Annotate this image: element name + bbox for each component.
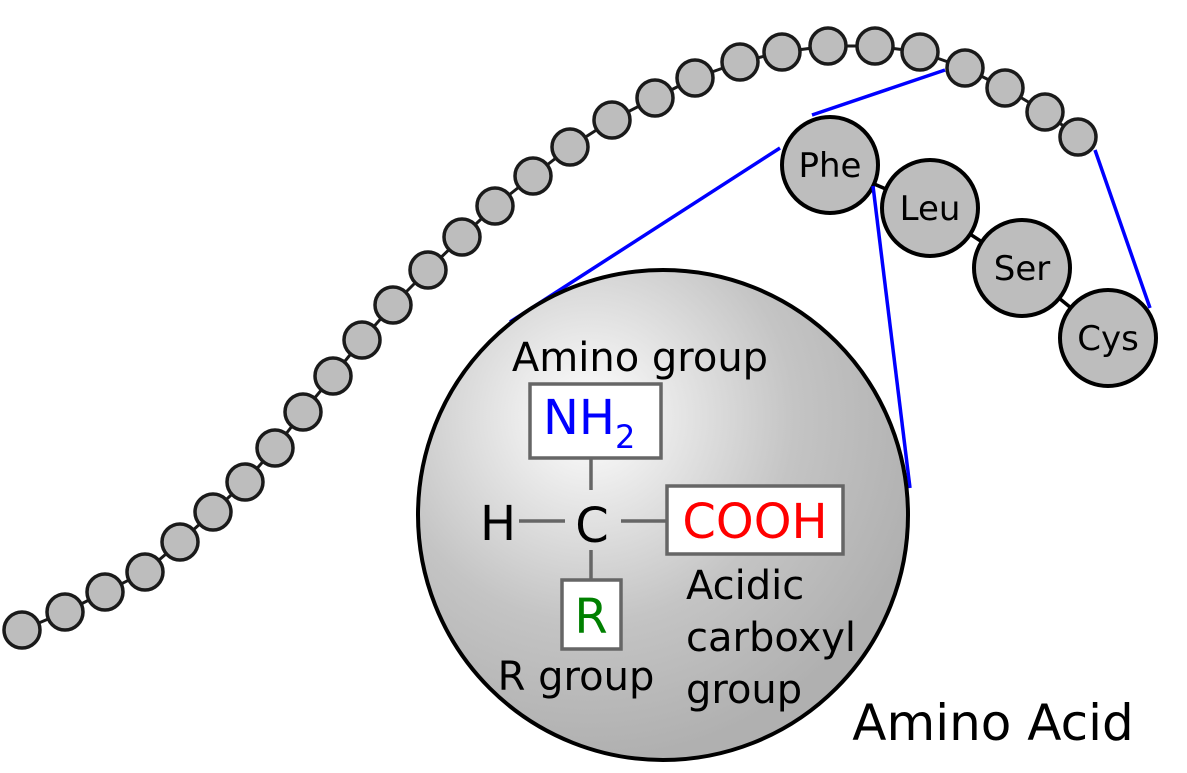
chain-bead bbox=[45, 592, 85, 632]
chain-bead bbox=[160, 522, 200, 562]
r-formula: R bbox=[574, 589, 607, 645]
hydrogen: H bbox=[480, 496, 516, 552]
svg-text:Cys: Cys bbox=[1077, 319, 1139, 359]
chain-bead bbox=[2, 610, 42, 650]
amino-group-label: Amino group bbox=[512, 335, 768, 381]
chain-bead bbox=[592, 100, 632, 140]
chain-bead bbox=[635, 78, 675, 118]
chain-bead bbox=[1025, 92, 1065, 132]
chain-bead bbox=[193, 492, 233, 532]
residue-leu: Leu bbox=[880, 158, 980, 258]
chain-bead bbox=[808, 26, 848, 66]
r-group-label: R group bbox=[498, 654, 655, 700]
chain-bead bbox=[985, 68, 1025, 108]
amino-formula: NH2 bbox=[543, 390, 635, 456]
chain-bead bbox=[408, 250, 448, 290]
carboxyl-label-line1: Acidic bbox=[686, 563, 804, 609]
molecule-structure: Amino group NH2 H C COOH R R group Acidi… bbox=[480, 335, 856, 713]
carboxyl-label-line3: group bbox=[686, 667, 802, 713]
chain-bead bbox=[475, 186, 515, 226]
svg-text:Phe: Phe bbox=[799, 146, 862, 186]
chain-bead bbox=[900, 32, 940, 72]
residue-ser: Ser bbox=[972, 218, 1072, 318]
r-box bbox=[560, 578, 623, 651]
chain-bead bbox=[550, 127, 590, 167]
chain-bead bbox=[1058, 117, 1098, 157]
svg-text:Ser: Ser bbox=[994, 249, 1051, 289]
residue-chain: Phe Leu Ser Cys bbox=[780, 115, 1158, 388]
residue-cys: Cys bbox=[1058, 288, 1158, 388]
chain-bead bbox=[255, 428, 295, 468]
chain-bead bbox=[513, 156, 553, 196]
carboxyl-formula: COOH bbox=[682, 494, 827, 550]
amino-box bbox=[528, 382, 663, 460]
carboxyl-box bbox=[665, 484, 845, 556]
diagram-title: Amino Acid bbox=[852, 694, 1133, 752]
chain-bead bbox=[762, 32, 802, 72]
chain-bead bbox=[313, 356, 353, 396]
chain-bead bbox=[442, 217, 482, 257]
chain-bead bbox=[85, 572, 125, 612]
carboxyl-label-line2: carboxyl bbox=[686, 615, 856, 661]
chain-bead bbox=[945, 48, 985, 88]
svg-text:Leu: Leu bbox=[900, 189, 961, 229]
alpha-carbon: C bbox=[575, 498, 609, 554]
chain-bead bbox=[373, 285, 413, 325]
residue-phe: Phe bbox=[780, 115, 880, 215]
chain-bead bbox=[675, 58, 715, 98]
chain-bead bbox=[125, 552, 165, 592]
chain-bead bbox=[283, 392, 323, 432]
chain-bead bbox=[342, 320, 382, 360]
chain-bead bbox=[720, 42, 760, 82]
polypeptide-chain bbox=[2, 26, 1098, 650]
chain-bead bbox=[225, 462, 265, 502]
chain-bead bbox=[855, 26, 895, 66]
